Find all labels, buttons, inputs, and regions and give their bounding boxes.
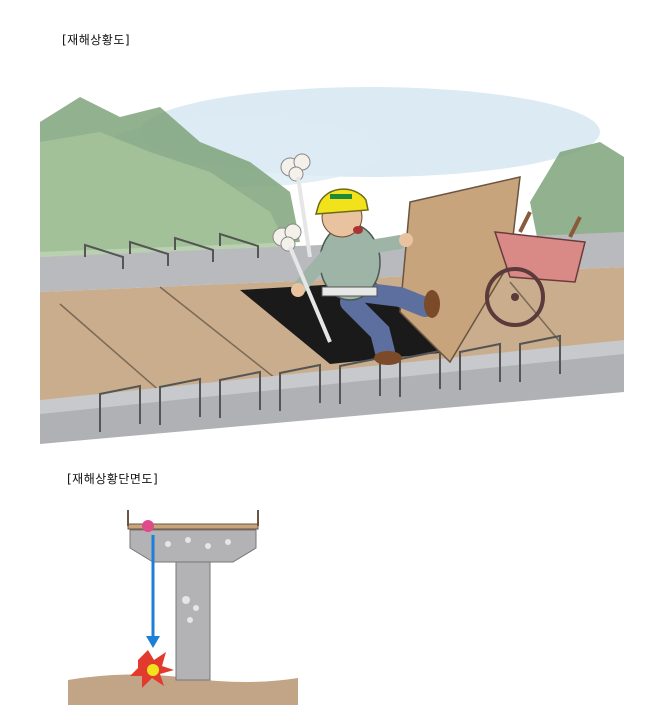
section-caption: [재해상황단면도]	[67, 472, 159, 486]
accident-section-diagram	[68, 510, 298, 705]
deck-opening	[240, 282, 450, 364]
wheelbarrow-icon	[485, 211, 586, 327]
scene-caption: [재해상황도]	[62, 33, 131, 47]
worker-falling-icon	[291, 188, 440, 365]
accident-scene-illustration	[40, 82, 624, 444]
fall-arrow-icon	[146, 636, 160, 648]
impact-burst-icon	[142, 520, 154, 532]
